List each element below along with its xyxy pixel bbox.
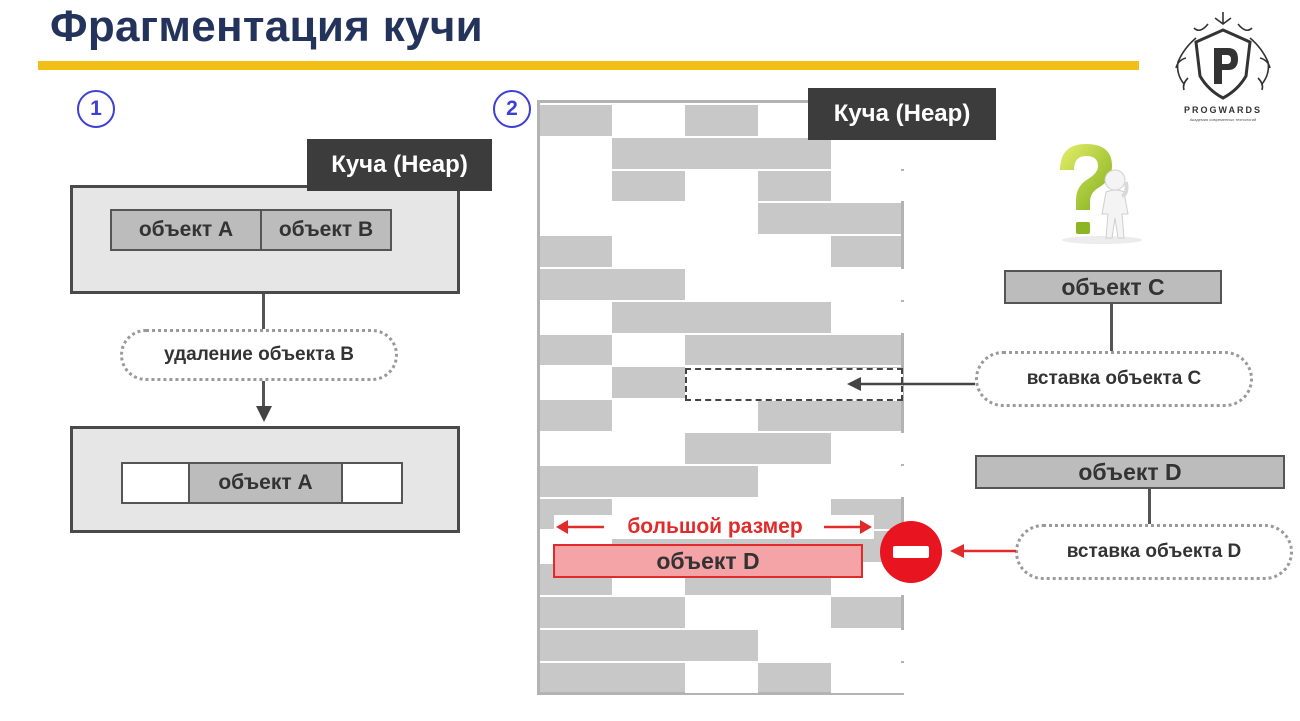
object-a-cell: объект A xyxy=(188,462,343,504)
big-size-annotation: большой размер xyxy=(554,515,874,539)
heap-row-separator xyxy=(540,267,901,269)
big-size-label: большой размер xyxy=(627,515,803,538)
connector-line xyxy=(1110,304,1113,354)
arrow-down-icon xyxy=(256,406,272,422)
heap-row-separator xyxy=(540,135,901,138)
page-title: Фрагментация кучи xyxy=(50,2,484,51)
heap-row-separator xyxy=(540,299,901,302)
heap-row-separator xyxy=(540,627,901,630)
free-cell xyxy=(341,462,403,504)
fragmented-heap: большой размер объект D xyxy=(537,100,904,695)
heap-label-2: Куча (Heap) xyxy=(808,88,996,140)
heap-row-separator xyxy=(540,168,901,171)
free-block xyxy=(540,367,612,399)
heap-row-separator xyxy=(540,234,901,237)
heap-row-separator xyxy=(540,201,901,204)
object-d-failed: объект D xyxy=(553,544,863,578)
heap-row-separator xyxy=(540,365,901,368)
free-block xyxy=(612,236,831,267)
free-block xyxy=(612,334,685,366)
free-block xyxy=(831,137,904,169)
free-block xyxy=(685,597,831,628)
heap-row-separator xyxy=(540,660,901,663)
heap-row-separator xyxy=(540,496,901,499)
step-number-2: 2 xyxy=(493,90,531,128)
double-arrow-icon xyxy=(556,520,872,534)
progwards-logo-icon xyxy=(1175,12,1271,100)
free-block xyxy=(758,465,904,497)
heap-row-separator xyxy=(540,332,901,335)
free-block xyxy=(831,662,904,694)
free-block xyxy=(540,433,685,464)
object-c-box: объект C xyxy=(1004,270,1222,304)
free-block xyxy=(685,170,758,202)
insert-object-d-label: вставка объекта D xyxy=(1015,524,1293,580)
no-entry-icon xyxy=(880,521,942,583)
object-b-cell: объект B xyxy=(260,209,392,251)
free-block xyxy=(540,137,612,169)
connector-line xyxy=(1148,489,1151,525)
connector-line xyxy=(262,294,265,334)
free-block xyxy=(612,105,685,136)
insert-object-c-label: вставка объекта C xyxy=(975,351,1253,407)
heap-row-separator xyxy=(540,431,901,433)
title-underline xyxy=(38,61,1139,70)
progwards-logo: PROGWARDS Академия современных технологи… xyxy=(1168,8,1278,126)
free-cell xyxy=(121,462,190,504)
logo-text: PROGWARDS xyxy=(1183,105,1262,115)
object-d-box: объект D xyxy=(975,455,1285,489)
free-block xyxy=(540,301,612,333)
free-block xyxy=(685,269,904,300)
free-block xyxy=(758,629,904,661)
free-block xyxy=(831,170,904,202)
free-block xyxy=(831,301,904,333)
arrow-left-icon xyxy=(847,377,975,391)
connector-line xyxy=(262,381,265,407)
heap-row-separator xyxy=(540,463,901,466)
free-block xyxy=(685,662,758,694)
free-block xyxy=(831,433,904,464)
free-block xyxy=(540,203,758,235)
step-number-1: 1 xyxy=(77,90,115,128)
delete-object-b-label: удаление объекта B xyxy=(120,329,398,381)
free-block xyxy=(540,170,612,202)
heap-label-1: Куча (Heap) xyxy=(307,139,492,191)
free-block xyxy=(612,400,758,431)
logo-tagline: Академия современных технологий xyxy=(1189,117,1257,122)
arrow-left-icon xyxy=(950,544,1016,558)
heap-row-separator xyxy=(540,595,901,597)
object-a-cell: объект A xyxy=(110,209,262,251)
question-figure-icon xyxy=(1042,140,1146,246)
heap-row-separator xyxy=(540,103,901,105)
